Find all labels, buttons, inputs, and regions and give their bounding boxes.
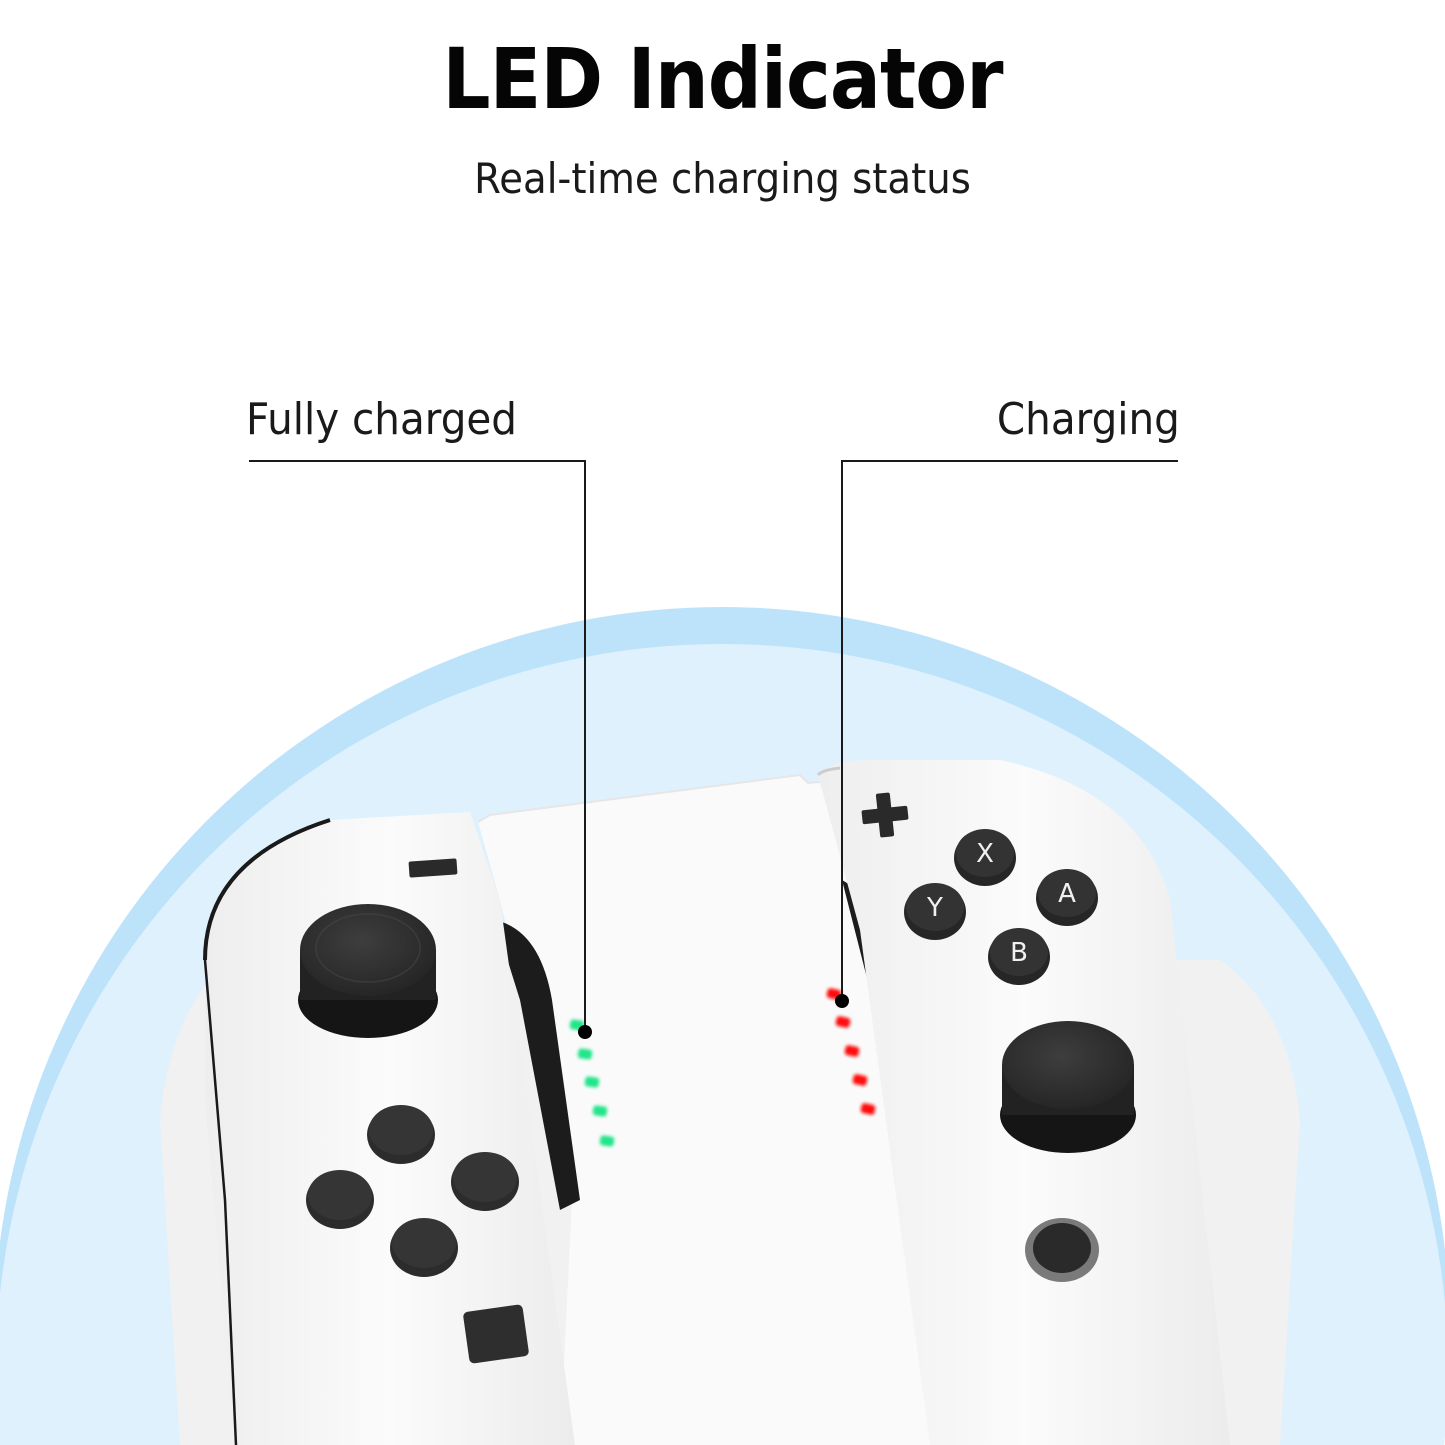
minus-button[interactable]: [408, 858, 458, 878]
svg-text:A: A: [1058, 879, 1076, 909]
y-button[interactable]: Y: [904, 883, 966, 940]
callout-label-fully-charged: Fully charged: [246, 394, 517, 445]
page-title: LED Indicator: [442, 30, 1003, 128]
svg-text:X: X: [976, 839, 994, 869]
right-analog-stick[interactable]: [1000, 1021, 1136, 1153]
page-subtitle: Real-time charging status: [474, 154, 971, 203]
capture-button[interactable]: [463, 1304, 530, 1364]
callout-label-charging: Charging: [997, 394, 1180, 445]
right-joycon: X Y A B: [816, 760, 1230, 1445]
b-button[interactable]: B: [988, 928, 1050, 985]
dpad-left-button[interactable]: [306, 1170, 374, 1229]
a-button[interactable]: A: [1036, 869, 1098, 926]
left-joycon: [203, 812, 580, 1445]
x-button[interactable]: X: [954, 829, 1016, 886]
left-analog-stick[interactable]: [298, 904, 438, 1038]
center-grip: [477, 773, 940, 1445]
leader-line-charging: [835, 460, 1178, 1008]
plus-button[interactable]: [860, 791, 910, 840]
dpad-down-button[interactable]: [390, 1218, 458, 1277]
svg-text:Y: Y: [926, 893, 943, 923]
leader-line-fully-charged: [249, 460, 592, 1039]
svg-text:B: B: [1010, 938, 1028, 968]
home-button[interactable]: [1025, 1218, 1099, 1282]
dpad-right-button[interactable]: [451, 1152, 519, 1211]
dpad-up-button[interactable]: [367, 1105, 435, 1164]
led-indicator-green: [569, 1019, 615, 1147]
